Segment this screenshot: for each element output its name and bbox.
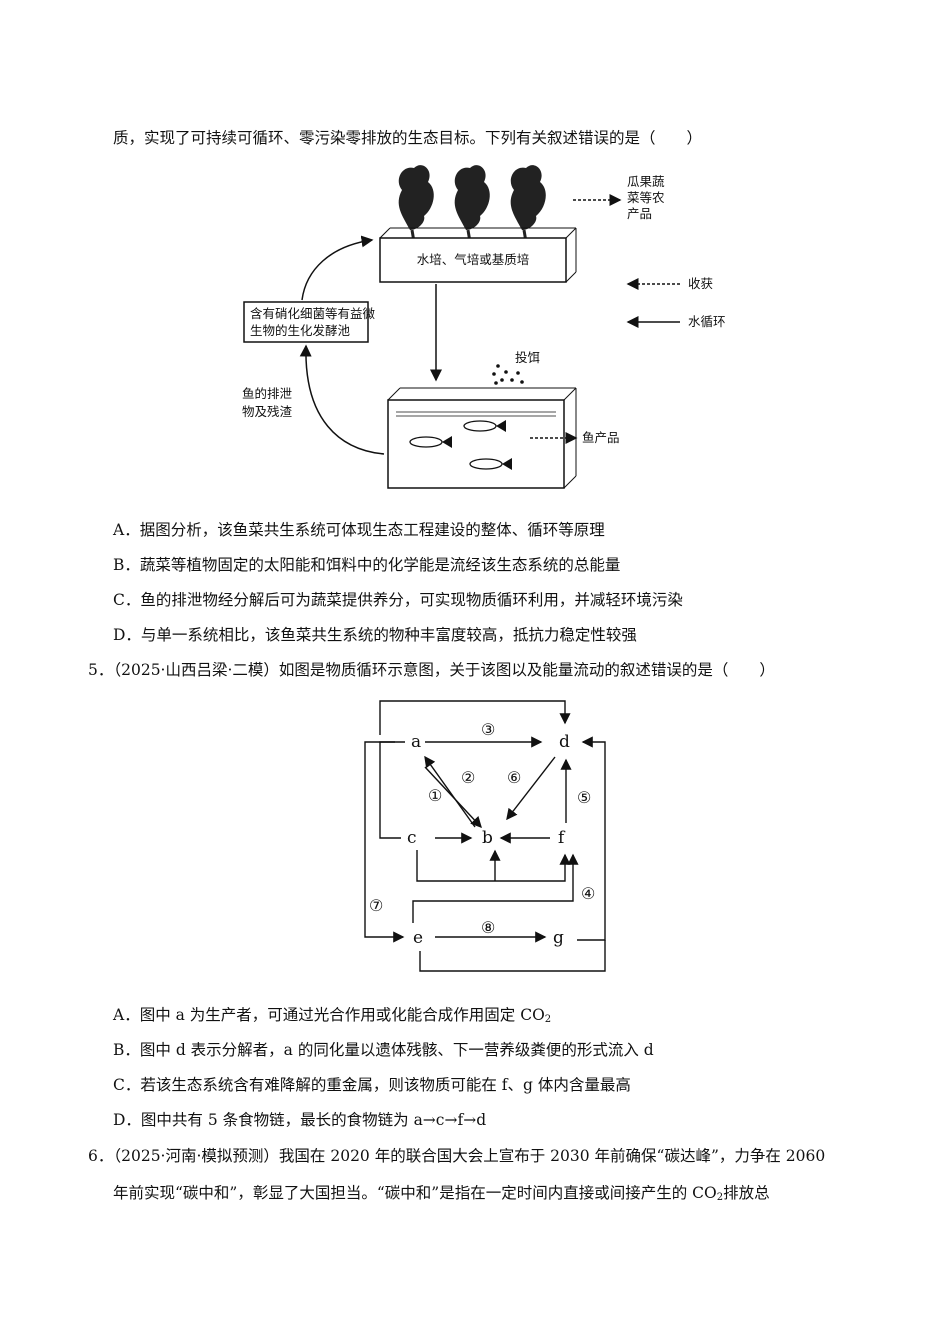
waste-label-1: 鱼的排泄 bbox=[242, 386, 293, 401]
q5-option-c: C．若该生态系统含有难降解的重金属，则该物质可能在 f、g 体内含量最高 bbox=[113, 1076, 631, 1094]
feed-pellets-icon bbox=[492, 364, 524, 385]
q5-option-d: D．图中共有 5 条食物链，最长的食物链为 a→c→f→d bbox=[113, 1111, 487, 1129]
node-d: d bbox=[559, 732, 570, 752]
tank-label: 水培、气培或基质培 bbox=[417, 252, 530, 267]
arrow-label-8: ⑧ bbox=[481, 918, 495, 937]
arrow-label-7: ⑦ bbox=[369, 896, 383, 915]
arrow-label-6: ⑥ bbox=[507, 768, 521, 787]
q5-stem: 5．（2025·山西吕梁·二模）如图是物质循环示意图，关于该图以及能量流动的叙述… bbox=[88, 661, 775, 679]
q6-line-2: 年前实现“碳中和”，彰显了大国担当。“碳中和”是指在一定时间内直接或间接产生的 … bbox=[113, 1184, 770, 1203]
material-cycle-diagram: a b c d e f g ① ② ③ ④ ⑤ ⑥ ⑦ ⑧ bbox=[364, 700, 606, 972]
produce-label-3: 产品 bbox=[627, 206, 652, 221]
legend-harvest: 收获 bbox=[688, 276, 713, 291]
node-c: c bbox=[407, 828, 417, 848]
q4-option-a: A．据图分析，该鱼菜共生系统可体现生态工程建设的整体、循环等原理 bbox=[113, 521, 605, 539]
arrow-label-5: ⑤ bbox=[577, 788, 591, 807]
node-f: f bbox=[558, 828, 566, 848]
arrow-label-2: ② bbox=[461, 768, 475, 787]
fish-icon bbox=[469, 458, 512, 470]
node-b: b bbox=[482, 828, 493, 848]
pool-label-2: 生物的生化发酵池 bbox=[250, 323, 351, 338]
waste-label-2: 物及残渣 bbox=[242, 404, 293, 419]
produce-label-1: 瓜果蔬 bbox=[627, 174, 665, 189]
q4-option-d: D．与单一系统相比，该鱼菜共生系统的物种丰富度较高，抵抗力稳定性较强 bbox=[113, 626, 637, 644]
fish-icon bbox=[463, 420, 506, 432]
arrow-label-4: ④ bbox=[581, 884, 595, 903]
q4-option-b: B．蔬菜等植物固定的太阳能和饵料中的化学能是流经该生态系统的总能量 bbox=[113, 556, 621, 574]
q4-option-c: C．鱼的排泄物经分解后可为蔬菜提供养分，可实现物质循环利用，并减轻环境污染 bbox=[113, 591, 683, 609]
q6-line-1: 6．（2025·河南·模拟预测）我国在 2020 年的联合国大会上宣布于 203… bbox=[88, 1147, 826, 1165]
plant-icon bbox=[398, 165, 434, 243]
arrow-label-3: ③ bbox=[481, 720, 495, 739]
feed-label: 投饵 bbox=[515, 350, 540, 365]
node-e: e bbox=[413, 928, 423, 948]
node-g: g bbox=[553, 928, 564, 948]
fish-icon bbox=[409, 436, 452, 448]
legend-water: 水循环 bbox=[688, 314, 726, 329]
produce-label-2: 菜等农 bbox=[627, 190, 665, 205]
arrow-label-1: ① bbox=[428, 786, 442, 805]
plant-icon bbox=[454, 165, 490, 243]
fish-product-label: 鱼产品 bbox=[582, 430, 620, 445]
node-a: a bbox=[411, 732, 421, 752]
plant-icon bbox=[510, 165, 546, 243]
aquaponics-figure: 水培、气培或基质培 瓜果蔬 菜等农 产品 收获 水循环 含有硝化细菌等有益微 生… bbox=[242, 165, 726, 489]
q5-option-a: A．图中 a 为生产者，可通过光合作用或化能合成作用固定 CO2 bbox=[113, 1006, 552, 1025]
pool-label-1: 含有硝化细菌等有益微 bbox=[250, 306, 376, 321]
q5-option-b: B．图中 d 表示分解者，a 的同化量以遗体残骸、下一营养级粪便的形式流入 d bbox=[113, 1041, 654, 1059]
q4-intro-line: 质，实现了可持续可循环、零污染零排放的生态目标。下列有关叙述错误的是（ ） bbox=[113, 129, 703, 147]
